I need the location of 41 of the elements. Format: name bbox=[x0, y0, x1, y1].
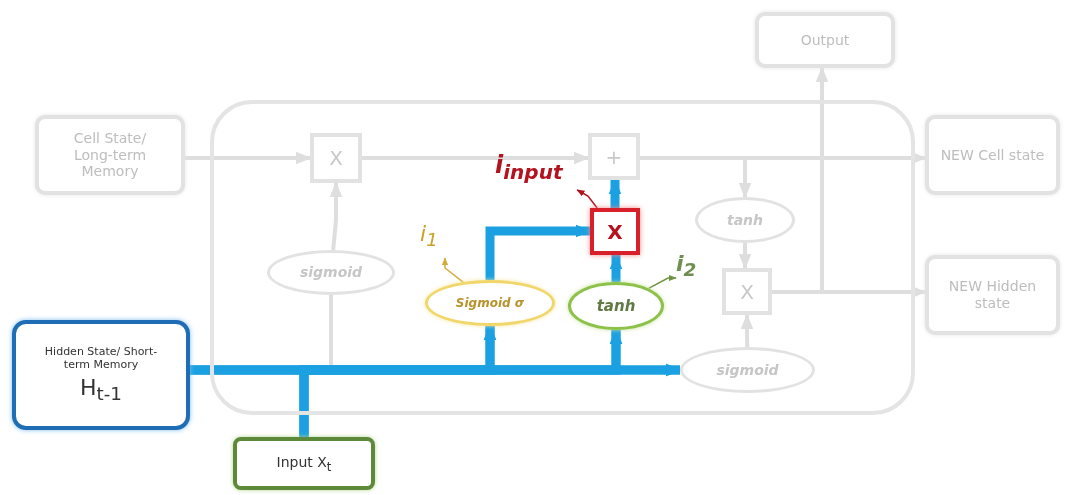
state-box bbox=[925, 255, 1060, 335]
leader-arrow bbox=[185, 151, 312, 165]
gate-label: sigmoid bbox=[299, 264, 363, 281]
leader-arrow bbox=[576, 189, 598, 209]
flow-arrow bbox=[608, 178, 622, 208]
operator-symbol: X bbox=[607, 219, 623, 244]
state-box bbox=[755, 12, 895, 68]
variable-label: i$_{1}$ bbox=[420, 220, 456, 258]
gate-label: sigmoid bbox=[716, 361, 779, 379]
leader-arrow bbox=[329, 181, 343, 251]
flow-arrow bbox=[299, 363, 682, 437]
flow-arrow bbox=[609, 253, 623, 282]
variable-label: i$_{2}$ bbox=[676, 250, 718, 288]
operation-box bbox=[310, 133, 362, 183]
gate-label: tanh bbox=[596, 297, 636, 315]
box-label: NEW Cell state bbox=[940, 146, 1045, 164]
operation-box bbox=[722, 268, 772, 315]
state-symbol: H$_{t-1}$ bbox=[80, 375, 122, 406]
box-label: Output bbox=[800, 31, 850, 49]
state-box bbox=[925, 115, 1060, 195]
box-label: Cell State/ Long-term Memory bbox=[72, 129, 148, 181]
variable-label: i$_{input}$ bbox=[495, 150, 587, 190]
gate-label: tanh bbox=[726, 211, 764, 229]
leader-arrow bbox=[362, 151, 590, 165]
state-box bbox=[12, 320, 190, 430]
box-label: Input X$_{t}$ bbox=[276, 453, 332, 474]
box-label: Hidden State/ Short-term Memory bbox=[43, 344, 159, 371]
leader-arrow bbox=[647, 274, 677, 290]
cell-frame bbox=[210, 100, 915, 415]
flow-arrow bbox=[485, 224, 592, 280]
box-label: NEW Hidden state bbox=[947, 278, 1038, 312]
leader-arrow bbox=[740, 313, 754, 348]
gate-ellipse bbox=[568, 282, 664, 330]
operation-box bbox=[590, 208, 640, 255]
operation-box bbox=[588, 133, 640, 180]
leader-arrow bbox=[738, 243, 752, 270]
state-box bbox=[35, 115, 185, 195]
gate-ellipse bbox=[425, 280, 555, 326]
operator-symbol: + bbox=[605, 144, 623, 169]
gate-label: Sigmoid σ bbox=[455, 295, 525, 311]
input-box bbox=[233, 437, 375, 490]
